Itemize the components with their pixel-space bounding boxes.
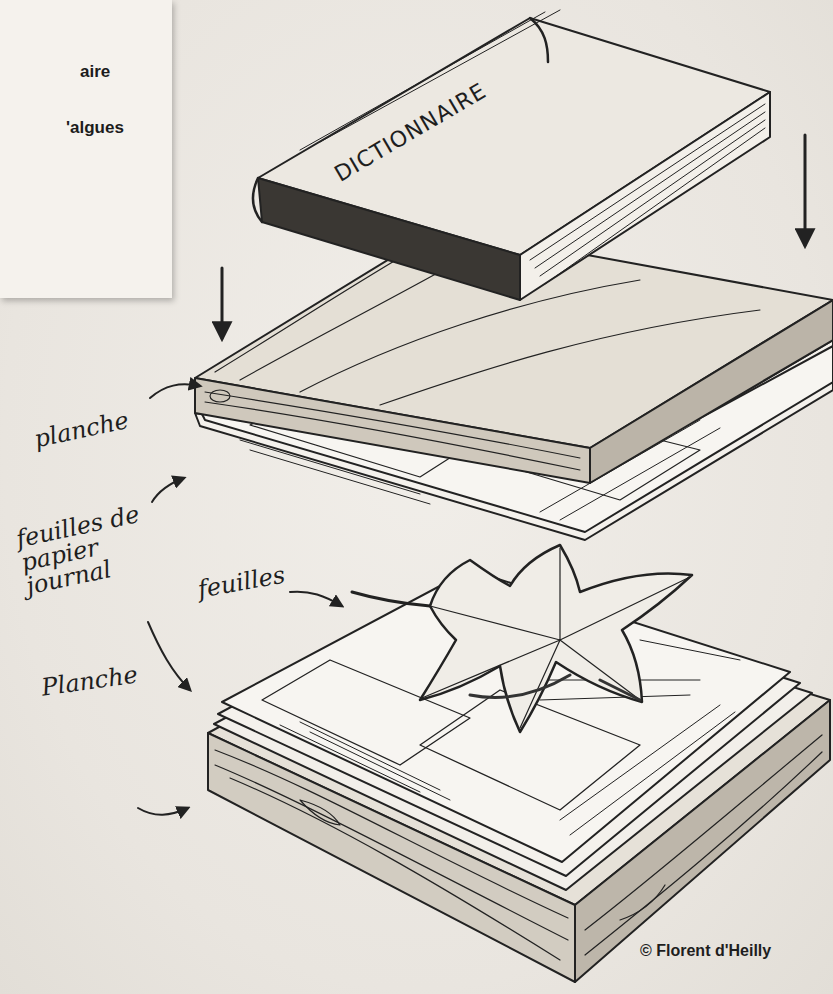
dictionary	[253, 10, 770, 300]
top-board	[380, 310, 760, 405]
bottom-newspapers	[560, 705, 735, 835]
top-board	[590, 300, 833, 483]
dictionary	[520, 92, 770, 300]
part-label: planche	[32, 408, 131, 451]
leader-arrow	[138, 808, 188, 815]
leaf	[420, 545, 692, 732]
part-label: feuilles de papier journal	[14, 497, 176, 599]
leader-arrow	[290, 592, 342, 606]
pressing-arrow	[804, 135, 807, 245]
bottom-newspapers	[280, 722, 450, 800]
top-board	[205, 392, 580, 458]
dictionary	[253, 178, 262, 222]
top-board	[205, 402, 580, 470]
leaf	[352, 545, 692, 732]
leader-arrow	[152, 478, 184, 502]
book-title: DICTIONNAIRE	[330, 78, 491, 187]
pressing-arrow	[222, 135, 805, 338]
top-board	[195, 378, 590, 483]
leader-arrow	[150, 384, 200, 398]
leaf	[352, 592, 430, 606]
panel-text: aire	[80, 62, 110, 82]
dictionary	[530, 104, 765, 284]
top-board	[210, 390, 230, 402]
note-panel: aire 'algues	[0, 0, 172, 298]
leaf	[470, 675, 640, 700]
bottom-board	[300, 800, 340, 825]
part-label: feuilles	[196, 563, 287, 602]
bottom-board	[620, 885, 665, 920]
leader-arrow	[138, 384, 342, 814]
panel-text: 'algues	[66, 118, 124, 138]
part-label: Planche	[40, 663, 139, 700]
copyright-credit: © Florent d'Heilly	[640, 942, 771, 960]
leader-arrow	[148, 622, 190, 690]
dictionary	[258, 178, 520, 300]
drawing-line	[138, 10, 833, 982]
leaf	[422, 548, 690, 728]
pressing-arrow	[221, 268, 224, 338]
